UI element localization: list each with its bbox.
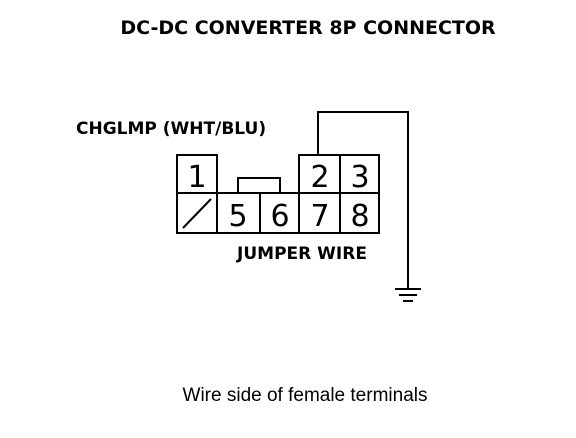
ground-lead-wire	[317, 111, 409, 289]
pin-cell-8	[339, 192, 380, 234]
pin-number-1: 1	[187, 160, 206, 195]
pin-number-7: 7	[310, 199, 329, 234]
pin-number-5: 5	[228, 199, 247, 234]
pin-number-2: 2	[310, 160, 329, 195]
connector-body	[176, 154, 380, 234]
pin-number-3: 3	[350, 160, 369, 195]
diagram-title: DC-DC CONVERTER 8P CONNECTOR	[120, 17, 496, 39]
pin-cell-3	[339, 154, 380, 194]
jumper-wire-label: JUMPER WIRE	[236, 244, 367, 264]
jumper-wire	[237, 177, 281, 193]
pin-number-8: 8	[350, 199, 369, 234]
pin-number-6: 6	[270, 199, 289, 234]
caption: Wire side of female terminals	[183, 385, 428, 406]
diagonal-slash-icon	[182, 198, 212, 229]
wire-label: CHGLMP (WHT/BLU)	[76, 119, 266, 139]
ground-symbol-icon	[395, 288, 421, 302]
